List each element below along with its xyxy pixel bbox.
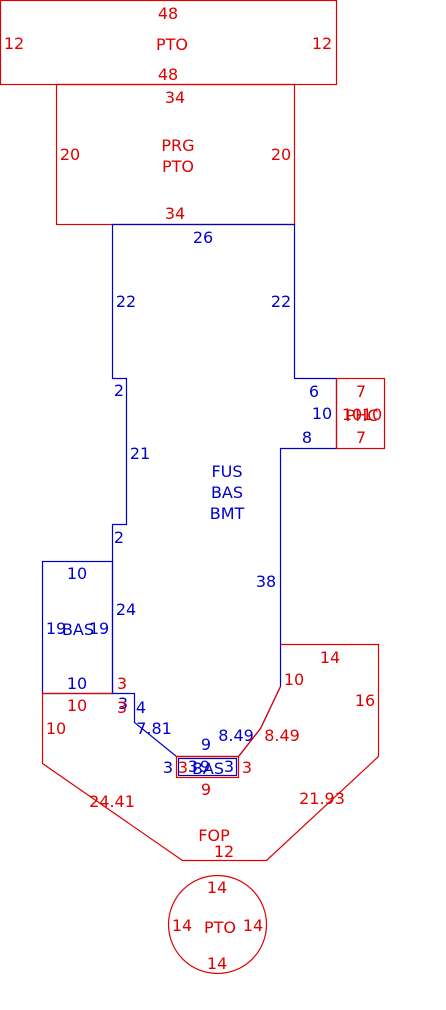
- phc-dim-bottom: 7: [356, 428, 366, 447]
- fus-dim-left-mid: 21: [130, 444, 150, 463]
- pto-circle-dim-left: 14: [172, 916, 192, 935]
- area-pto-top: 48 48 12 12 PTO: [0, 0, 338, 86]
- pto-top-dim-left: 12: [4, 34, 24, 53]
- bas-small-outline: [177, 757, 238, 777]
- prg-pto-label-2: PTO: [162, 157, 194, 176]
- bas-small-dim-left: 3: [188, 757, 198, 776]
- fus-dim-right-long: 38: [256, 572, 276, 591]
- fop-dim-right-v: 16: [355, 691, 375, 710]
- bas-left-dim-left: 19: [46, 619, 66, 638]
- pto-circle-dim-top: 14: [207, 878, 227, 897]
- phc-dim-top: 7: [356, 382, 366, 401]
- fop-label: FOP: [198, 826, 230, 845]
- fus-dim-diag-left: 7.81: [136, 719, 172, 738]
- fop-dim-left-notch: 3: [117, 674, 127, 693]
- fop-dim-diag-inner: 8.49: [264, 726, 300, 745]
- phc-label: PHC: [346, 406, 379, 425]
- bas-small-dim-right: 3: [224, 757, 234, 776]
- fus-dim-bottom-left-b: 3: [118, 694, 128, 713]
- area-bas-left: 10 10 19 19 BAS: [41, 560, 114, 695]
- pto-top-label: PTO: [156, 35, 188, 54]
- fus-dim-diag-right: 8.49: [218, 726, 254, 745]
- fus-dim-right-step-v: 10: [312, 404, 332, 423]
- pto-top-dim-right: 12: [312, 34, 332, 53]
- area-fop: 14 16 10 10 10 3 3 8.49 24.41 21.93 12 F…: [41, 643, 380, 862]
- area-phc: 7 7 10 10 PHC: [335, 377, 386, 450]
- fop-dim-right-inner: 10: [284, 670, 304, 689]
- bas-left-dim-right: 19: [89, 619, 109, 638]
- fop-inner-edge: [238, 686, 282, 757]
- pto-top-dim-bottom: 48: [158, 65, 178, 84]
- area-prg-pto: 34 34 20 20 PRG PTO: [55, 83, 296, 226]
- fus-dim-bottom-top: 9: [201, 735, 211, 754]
- area-pto-circle: 14 14 14 14 PTO: [167, 874, 268, 975]
- pto-circle-dim-right: 14: [243, 916, 263, 935]
- prg-pto-dim-bottom: 34: [165, 204, 185, 223]
- bas-small-label: BAS: [192, 759, 224, 778]
- phc-dim-left: 10: [342, 405, 362, 424]
- bas-small-dim-top: 9: [200, 757, 210, 776]
- fop-dim-diag-left: 24.41: [89, 792, 135, 811]
- area-bas-small: 9 3 3 BAS 3 3 9: [175, 755, 252, 799]
- bas-left-dim-top: 10: [67, 564, 87, 583]
- fop-small-right: 3: [242, 758, 252, 777]
- fus-dim-right-step-lower: 8: [302, 428, 312, 447]
- fop-small-bottom: 9: [201, 780, 211, 799]
- pto-circle-label: PTO: [204, 918, 236, 937]
- fus-dim-left-upper: 22: [116, 292, 136, 311]
- bas-small-outline-red: [175, 755, 240, 779]
- pto-circle-dim-bottom: 14: [207, 954, 227, 973]
- fus-dim-notch-lower: 2: [114, 528, 124, 547]
- fus-dim-right-step: 6: [309, 382, 319, 401]
- fus-label-3: BMT: [210, 504, 245, 523]
- fus-dim-bottom-left-a: 24: [116, 600, 136, 619]
- prg-pto-label-1: PRG: [161, 136, 194, 155]
- fop-dim-bottom: 12: [214, 842, 234, 861]
- bas-left-dim-bottom: 10: [67, 674, 87, 693]
- fus-dim-bottom-small: 3: [163, 758, 173, 777]
- fop-dim-top-right: 14: [320, 648, 340, 667]
- prg-pto-dim-left: 20: [60, 145, 80, 164]
- prg-pto-dim-right: 20: [271, 145, 291, 164]
- fop-dim-left-v: 10: [46, 719, 66, 738]
- fus-dim-bottom-left-c: 4: [136, 698, 146, 717]
- phc-outline: [335, 377, 386, 450]
- fop-dim-diag-right: 21.93: [299, 789, 345, 808]
- fop-small-left: 3: [178, 758, 188, 777]
- area-fus-bas-bmt: 26 22 22 2 21 2 6 10 8 38 24 3 4 7.81 8.…: [111, 223, 338, 777]
- fop-outline: [41, 643, 380, 862]
- fus-dim-right-upper: 22: [271, 292, 291, 311]
- prg-pto-dim-top: 34: [165, 88, 185, 107]
- pto-top-dim-top: 48: [158, 4, 178, 23]
- fop-dim-left-top: 10: [67, 696, 87, 715]
- fus-dim-top: 26: [193, 228, 213, 247]
- fus-label-1: FUS: [211, 462, 242, 481]
- pto-circle-outline: [167, 874, 268, 975]
- phc-dim-right: 10: [362, 405, 382, 424]
- fus-label-2: BAS: [211, 483, 243, 502]
- fus-dim-notch-upper: 2: [114, 381, 124, 400]
- fop-dim-left-small: 3: [117, 698, 127, 717]
- bas-left-label: BAS: [62, 620, 94, 639]
